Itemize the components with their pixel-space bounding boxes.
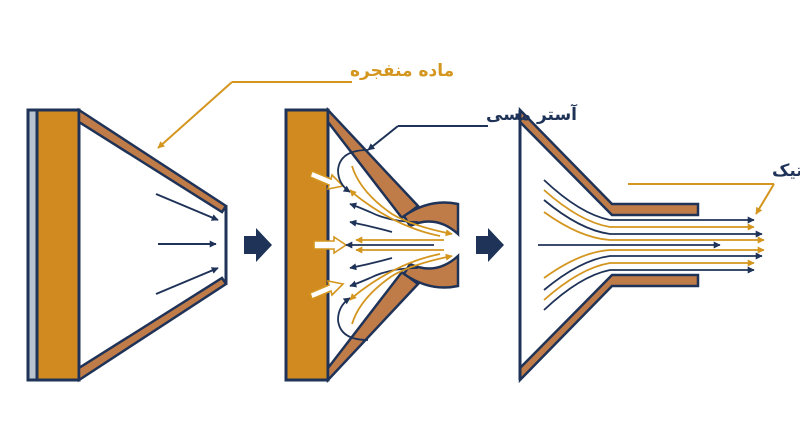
callout-copper-liner: آستر مسی — [367, 103, 578, 151]
jet-arrow — [543, 266, 755, 311]
flow-arrow — [349, 189, 441, 237]
flow-arrow — [351, 253, 453, 325]
liner-bottom-2 — [326, 270, 420, 384]
jet-arrow — [543, 259, 755, 301]
detonation-arrow-icon — [309, 279, 345, 301]
flow-arrow — [349, 257, 393, 271]
flow-arrow — [349, 202, 419, 223]
liner-top-1 — [77, 107, 228, 214]
callout-supersonic-jet: جت سوپرپلاستیک — [628, 161, 800, 215]
stage-2-collapse — [284, 106, 460, 384]
jet-arrow — [543, 211, 765, 244]
stage-3-jet — [518, 106, 765, 384]
liner-top-3 — [518, 106, 700, 217]
flow-arrow — [337, 149, 369, 193]
label-explosive: ماده منفجره — [350, 61, 454, 81]
flow-arrow — [349, 253, 441, 301]
jet-arrow — [543, 179, 755, 224]
callout-explosive: ماده منفجره — [157, 61, 454, 149]
flow-arrow — [155, 267, 219, 295]
jet-arrow — [543, 189, 755, 231]
jet-arrow — [543, 252, 763, 291]
flow-arrow — [337, 297, 369, 341]
flow-arrow — [349, 267, 419, 288]
jet-arrow — [543, 246, 765, 279]
flow-arrow — [349, 219, 393, 233]
stage-arrow-icon — [244, 228, 272, 262]
explosive-block-1 — [35, 108, 81, 382]
flow-arrow — [351, 165, 453, 237]
stage-1-charge — [26, 107, 228, 383]
copper-slug-bottom — [402, 253, 460, 289]
detonation-arrow-icon — [313, 235, 348, 255]
liner-bottom-1 — [77, 276, 228, 383]
jet-arrow — [543, 199, 763, 238]
liner-bottom-3 — [518, 273, 700, 384]
detonation-arrow-icon — [309, 169, 345, 191]
label-supersonic-jet: جت سوپرپلاستیک — [772, 161, 800, 181]
flow-arrow — [155, 193, 219, 221]
liner-top-2 — [326, 106, 420, 220]
stage-arrow-icon — [476, 228, 504, 262]
copper-slug-top — [402, 201, 460, 237]
label-copper-liner: آستر مسی — [486, 103, 578, 125]
